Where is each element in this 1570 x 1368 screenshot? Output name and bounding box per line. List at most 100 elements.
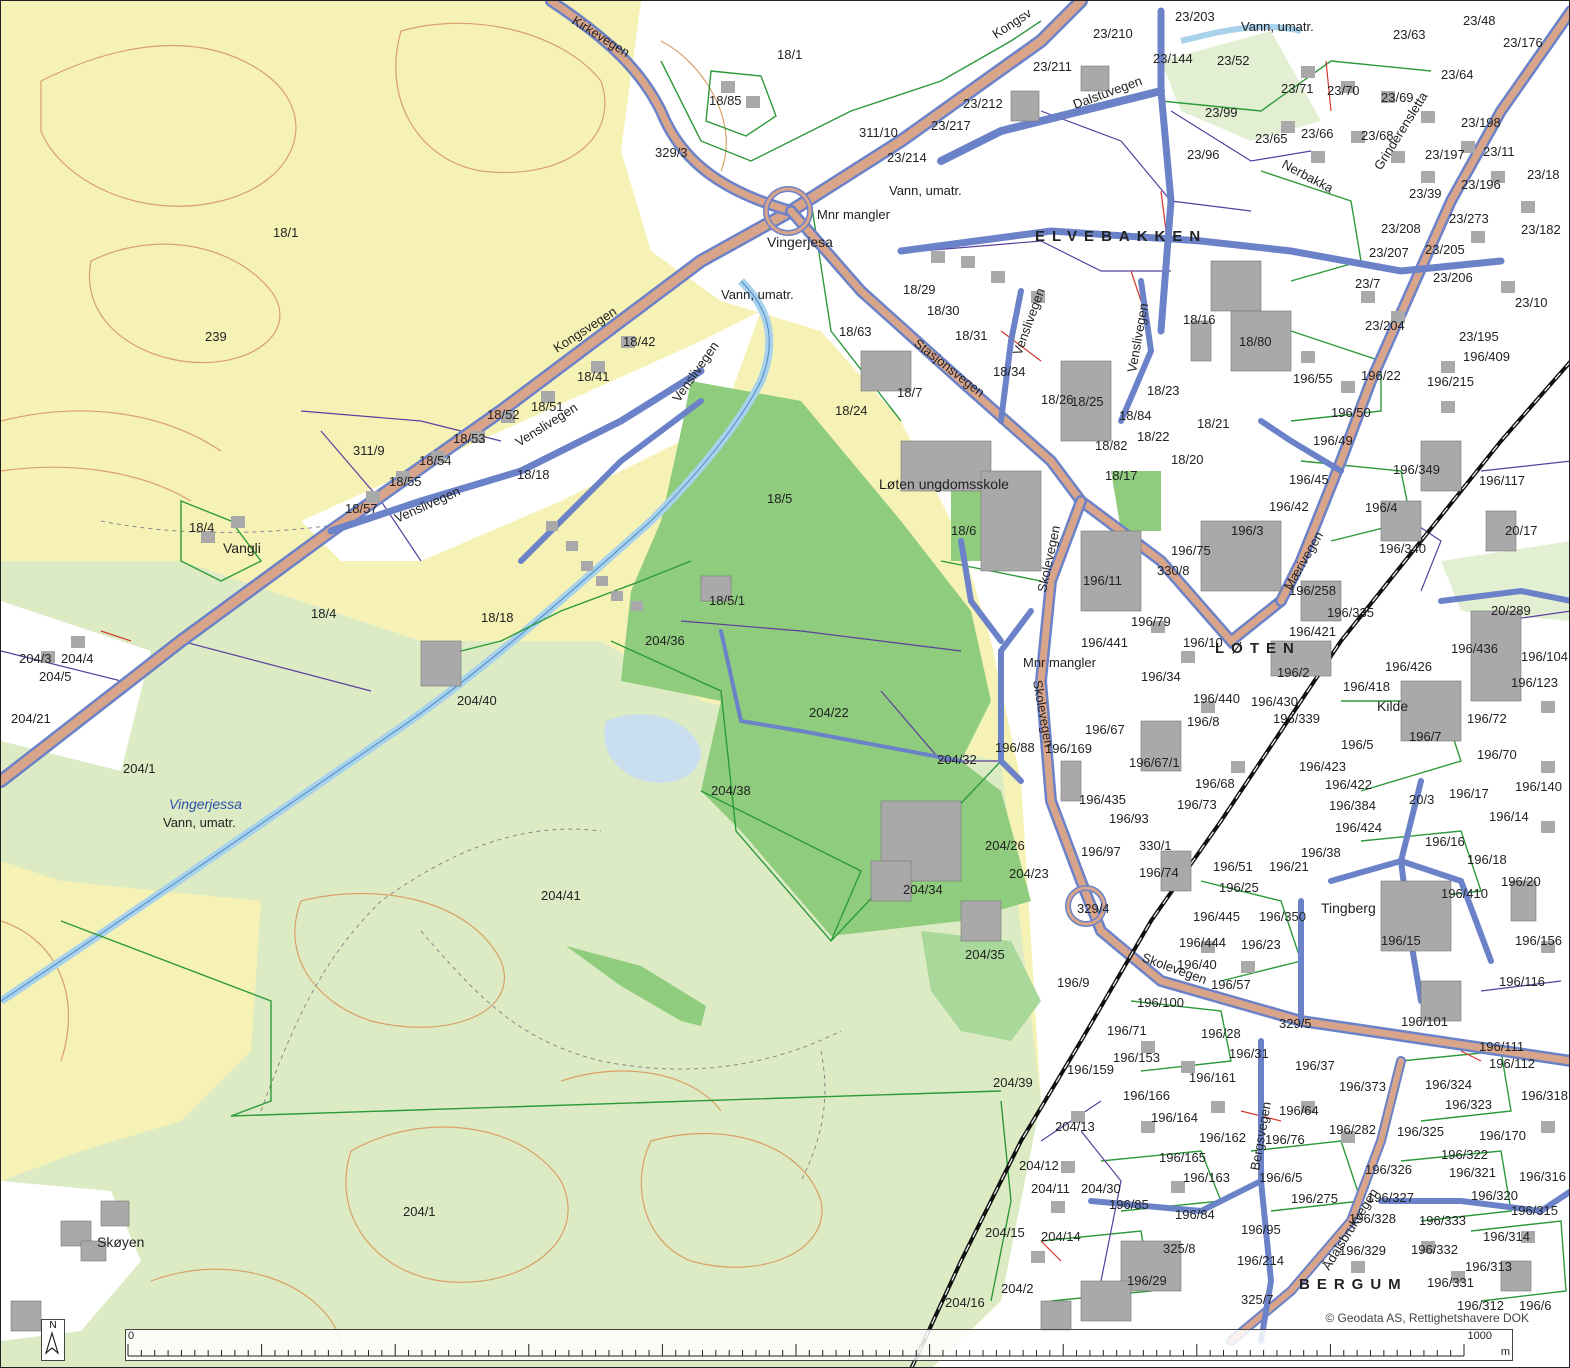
parcel-label: 196/435 — [1079, 792, 1126, 807]
north-label: N — [49, 1320, 57, 1331]
parcel-label: 196/6 — [1519, 1298, 1552, 1313]
north-arrow-icon: N — [41, 1319, 65, 1361]
contour-lines — [1, 22, 823, 1342]
parcel-label: 18/5 — [767, 491, 792, 506]
parcel-label: 18/1 — [273, 225, 298, 240]
parcel-label: 204/14 — [1041, 1229, 1081, 1244]
parcel-label: 204/36 — [645, 633, 685, 648]
scale-end: 1000 — [1467, 1330, 1492, 1342]
parcel-label: 196/312 — [1457, 1298, 1504, 1313]
parcel-label: 18/57 — [345, 501, 378, 516]
parcel-label: 196/104 — [1521, 649, 1568, 664]
parcel-label: 18/26 — [1041, 392, 1074, 407]
parcel-label: 23/206 — [1433, 270, 1473, 285]
parcel-label: 196/85 — [1109, 1197, 1149, 1212]
parcel-label: 18/55 — [389, 474, 422, 489]
parcel-label: 23/68 — [1361, 128, 1394, 143]
place-vingerjesa: Vingerjesa — [767, 234, 833, 250]
built-area-sw — [1, 601, 151, 771]
parcel-label: 329/3 — [655, 145, 688, 160]
parcel-label: 196/21 — [1269, 859, 1309, 874]
parcel-label: 330/8 — [1157, 563, 1190, 578]
parcel-label: 23/204 — [1365, 318, 1405, 333]
parcel-label: 196/331 — [1427, 1275, 1474, 1290]
parcel-label: 23/39 — [1409, 186, 1442, 201]
parcel-label: 325/7 — [1241, 1292, 1274, 1307]
place-bergum: BERGUM — [1299, 1276, 1408, 1293]
parcel-label: 196/55 — [1293, 371, 1333, 386]
parcel-label: 204/16 — [945, 1295, 985, 1310]
parcel-label: 196/214 — [1237, 1253, 1284, 1268]
parcel-label: 204/35 — [965, 947, 1005, 962]
parcel-label: 196/75 — [1171, 543, 1211, 558]
parcel-label: 18/22 — [1137, 429, 1170, 444]
parcel-label: 196/6/5 — [1259, 1170, 1302, 1185]
parcel-label: 196/93 — [1109, 811, 1149, 826]
roundabouts — [763, 186, 1107, 927]
parcel-label: 196/350 — [1259, 909, 1306, 924]
parcel-label: 196/335 — [1327, 605, 1374, 620]
parcel-label: 204/11 — [1031, 1181, 1070, 1196]
parcel-label: 196/28 — [1201, 1026, 1241, 1041]
parcel-label: 196/322 — [1441, 1147, 1488, 1162]
parcel-label: 18/4 — [189, 520, 214, 535]
parcel-label: 18/16 — [1183, 312, 1216, 327]
place-loten: LØTEN — [1215, 640, 1301, 657]
parcel-label: 18/82 — [1095, 438, 1128, 453]
footpaths — [100, 520, 842, 1182]
parcel-label: 196/156 — [1515, 933, 1562, 948]
parcel-label: 329/4 — [1077, 901, 1110, 916]
parcel-label: 196/426 — [1385, 659, 1432, 674]
parcel-label: 18/34 — [993, 364, 1026, 379]
parcel-label: 204/32 — [937, 752, 977, 767]
park-east — [921, 931, 1041, 1041]
parcel-label: 196/67 — [1085, 722, 1125, 737]
parcel-label: 204/34 — [903, 882, 943, 897]
parcel-boundaries-admin — [1, 110, 1569, 1282]
parcel-label: 204/13 — [1055, 1119, 1095, 1134]
parcel-label: 196/373 — [1339, 1079, 1386, 1094]
parcel-label: 196/326 — [1365, 1162, 1412, 1177]
parcel-label: 18/24 — [835, 403, 868, 418]
parcel-label: 18/23 — [1147, 383, 1180, 398]
place-loten-ungdomsskole: Løten ungdomsskole — [879, 476, 1009, 492]
parcel-label: 196/2 — [1277, 665, 1310, 680]
parcel-label: 196/329 — [1339, 1243, 1386, 1258]
parcel-label: 204/4 — [61, 651, 94, 666]
parcel-label: 196/74 — [1139, 865, 1179, 880]
pond — [604, 714, 701, 783]
parcel-label: 204/5 — [39, 669, 72, 684]
parcel-label: 196/316 — [1519, 1169, 1566, 1184]
parcel-label: 18/31 — [955, 328, 988, 343]
parcel-label: 196/423 — [1299, 759, 1346, 774]
parcel-label: 196/430 — [1251, 694, 1298, 709]
parcel-label: 23/66 — [1301, 126, 1334, 141]
parcel-label: 196/117 — [1479, 473, 1525, 488]
parcel-label: 329/5 — [1279, 1016, 1312, 1031]
parcel-label: 23/212 — [963, 96, 1003, 111]
parcel-label: 204/39 — [993, 1075, 1033, 1090]
parcel-label: 196/325 — [1397, 1124, 1444, 1139]
parcel-label: 204/30 — [1081, 1181, 1121, 1196]
parcel-label: 196/18 — [1467, 852, 1507, 867]
place-tingberg: Tingberg — [1321, 900, 1376, 916]
parcel-label: 196/165 — [1159, 1150, 1206, 1165]
parcel-label: 18/63 — [839, 324, 872, 339]
scale-start: 0 — [128, 1330, 135, 1342]
parcel-label: 18/25 — [1071, 394, 1104, 409]
parcel-label: 18/7 — [897, 385, 922, 400]
parcel-label: 196/418 — [1343, 679, 1390, 694]
parcel-label: 196/7 — [1409, 729, 1442, 744]
green-patch — [1161, 31, 1321, 141]
parcel-label: 23/65 — [1255, 131, 1288, 146]
parcel-label: 311/10 — [859, 125, 898, 140]
label-mnr-mangler: Mnr mangler — [817, 207, 891, 222]
parcel-label: 196/436 — [1451, 641, 1498, 656]
stream-north — [1180, 23, 1302, 44]
parcel-label: 18/30 — [927, 303, 960, 318]
place-skoyen: Skøyen — [97, 1234, 144, 1250]
parcel-label: 196/166 — [1123, 1088, 1170, 1103]
